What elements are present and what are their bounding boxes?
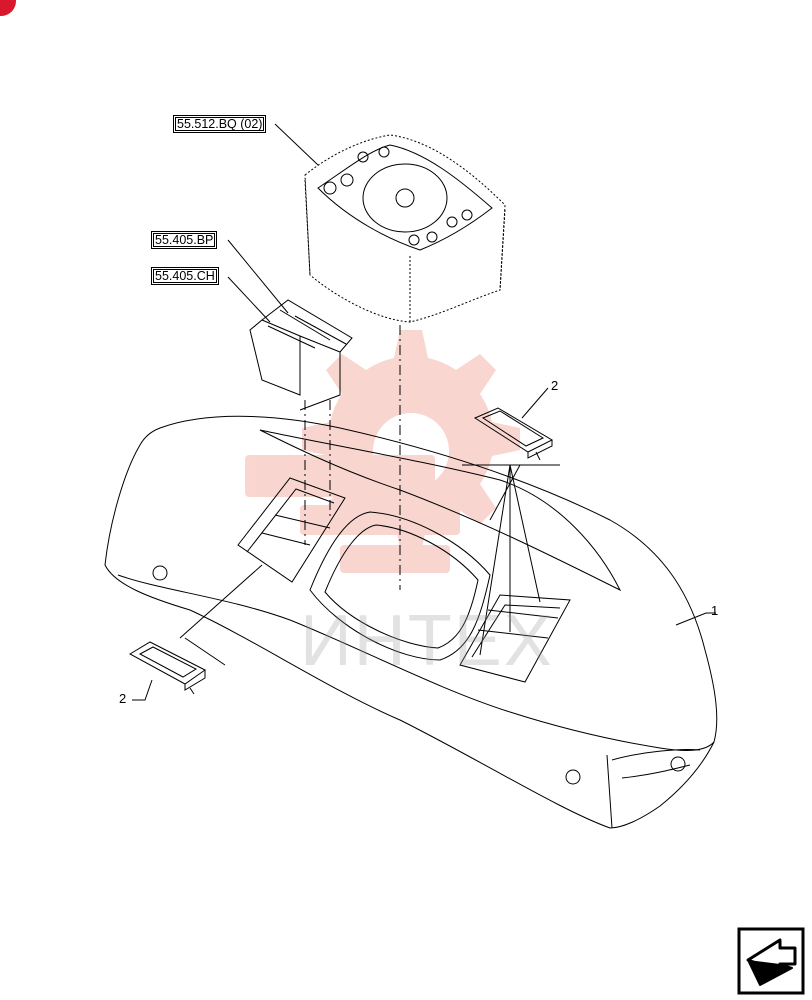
console-housing [104,415,718,829]
next-page-button[interactable] [738,928,804,994]
arrow-next-icon [737,927,805,995]
switch-assembly[interactable] [249,299,353,411]
cluster-face [317,144,493,251]
ref-switch-lower-link[interactable]: 55.405.CH [151,267,219,285]
callout-1: 1 [711,603,719,618]
blank-plug-right[interactable] [473,407,554,461]
callout-2-right: 2 [551,378,559,393]
watermark-logo [245,330,520,573]
assembly-lines [132,123,716,701]
ref-switch-upper-link[interactable]: 55.405.BP [151,231,218,249]
blank-plug-left[interactable] [128,641,206,695]
ref-cluster-link[interactable]: 55.512.BQ (02) [173,115,267,133]
instrument-cluster[interactable] [304,134,506,323]
callout-2-left: 2 [119,691,127,706]
